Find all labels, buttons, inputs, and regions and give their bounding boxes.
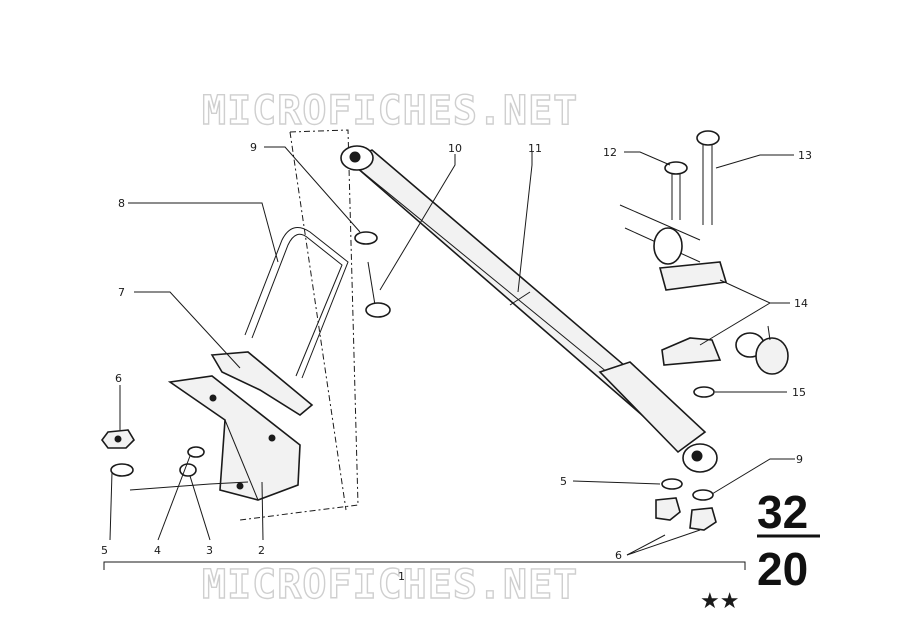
- bolt-13: [696, 130, 720, 225]
- callout-6-left: 6: [115, 372, 122, 385]
- assembly-outline: [239, 129, 359, 521]
- callout-9-right: 9: [796, 453, 803, 466]
- leader-lines: [103, 146, 795, 570]
- assembly-outline-inner: [289, 131, 347, 511]
- nut-6-right-b: [689, 507, 717, 531]
- strut-rod: [340, 145, 718, 473]
- callout-14: 14: [794, 297, 808, 310]
- callout-5-left: 5: [101, 544, 108, 557]
- callout-4: 4: [154, 544, 161, 557]
- callout-3: 3: [206, 544, 213, 557]
- page-ref-top: 32: [757, 486, 808, 538]
- callout-12: 12: [603, 146, 617, 159]
- ball-joint: [735, 325, 789, 375]
- clamp-14-upper: [658, 261, 728, 291]
- watermark-top: MICROFICHES.NET: [202, 88, 578, 134]
- watermark-bottom: MICROFICHES.NET: [202, 562, 578, 608]
- callout-1: 1: [398, 570, 405, 583]
- washer-5-right: [661, 478, 683, 490]
- callout-8: 8: [118, 197, 125, 210]
- callout-15: 15: [792, 386, 806, 399]
- callout-2: 2: [258, 544, 265, 557]
- callout-6-right: 6: [615, 549, 622, 562]
- page-ref-stars: ★★: [700, 589, 739, 614]
- u-bolt: [244, 227, 349, 379]
- stabilizer-end: [653, 227, 683, 265]
- callout-7: 7: [118, 286, 125, 299]
- callout-labels: 8 7 9 10 11 12 13 14 15 9 5 6 6 5 4 3 2 …: [101, 141, 812, 583]
- clamp-plate: [210, 351, 314, 416]
- callout-9-top: 9: [250, 141, 257, 154]
- bolt-12: [664, 161, 688, 220]
- page-reference: 32 20 ★★: [700, 486, 820, 614]
- washer-5-left: [110, 463, 134, 477]
- washer-3: [179, 463, 197, 477]
- nut-6-left: [101, 429, 136, 449]
- bracket: [167, 375, 301, 501]
- nut-6-right-a: [655, 497, 681, 521]
- bolt-10: [365, 261, 391, 318]
- page-ref-bottom: 20: [757, 543, 808, 595]
- washer-4: [187, 446, 205, 458]
- washer-15: [693, 386, 715, 398]
- washer-9-right: [692, 489, 714, 501]
- clamp-14-lower: [661, 337, 722, 366]
- callout-5-right: 5: [560, 475, 567, 488]
- washer-9-top: [354, 231, 378, 245]
- callout-11: 11: [528, 142, 542, 155]
- callout-10: 10: [448, 142, 462, 155]
- callout-13: 13: [798, 149, 812, 162]
